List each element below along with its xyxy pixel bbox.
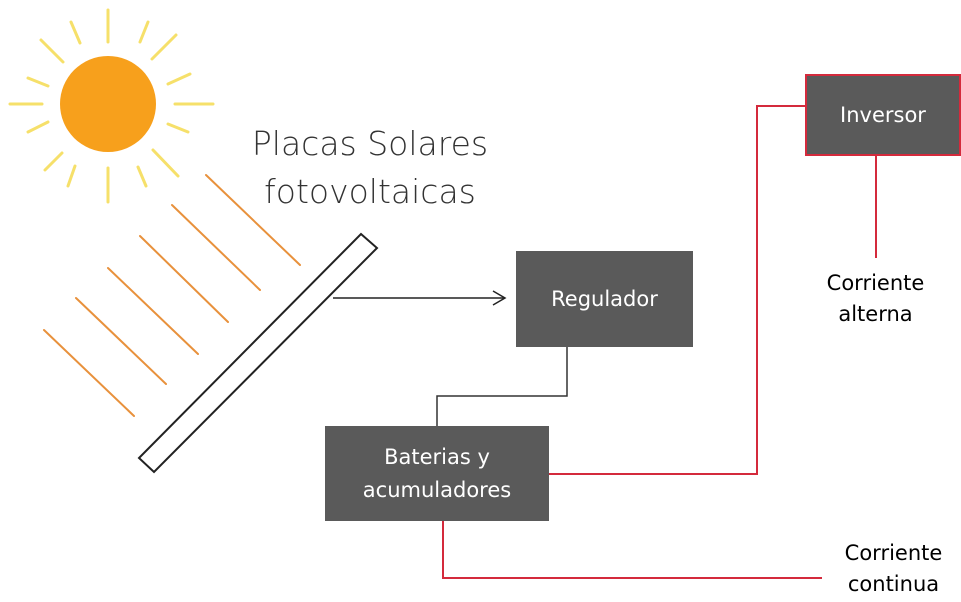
- sun-ray: [150, 33, 178, 61]
- sun-rays: [8, 8, 215, 204]
- title-line-1: Placas Solares: [251, 124, 489, 163]
- ac-output-label: Corriente alterna: [808, 268, 943, 330]
- regulator-box: Regulador: [516, 251, 693, 347]
- light-beam: [107, 267, 199, 355]
- title-line-2: fotovoltaicas: [264, 172, 476, 211]
- light-beams: [43, 174, 301, 417]
- dc-label-line-1: Corriente: [844, 541, 943, 565]
- ac-label-line-2: alterna: [838, 302, 913, 326]
- sun-ray: [166, 122, 190, 134]
- dc-label-line-2: continua: [847, 572, 940, 596]
- sun-ray: [166, 72, 192, 86]
- dc-output-label: Corriente continua: [826, 538, 961, 600]
- light-beam: [75, 297, 167, 385]
- sun-ray: [66, 164, 77, 188]
- inverter-box: Inversor: [805, 74, 961, 156]
- sun-ray: [151, 148, 180, 178]
- battery-box: Baterias y acumuladores: [325, 426, 549, 521]
- light-beam: [43, 329, 135, 417]
- arrow-head-icon: [492, 290, 507, 306]
- diagram-title: Placas Solares fotovoltaicas: [240, 120, 500, 216]
- sun-ray: [39, 38, 65, 64]
- battery-dc-output-wire: [442, 521, 822, 579]
- light-beam: [139, 235, 229, 323]
- sun-ray: [69, 20, 82, 45]
- inverter-label: Inversor: [840, 102, 926, 127]
- sun-ray: [26, 120, 50, 134]
- battery-label-line-1: Baterias y: [384, 444, 490, 469]
- solar-panel: [137, 232, 379, 474]
- light-beam: [205, 174, 301, 266]
- ac-label-line-1: Corriente: [826, 271, 925, 295]
- battery-label-line-2: acumuladores: [362, 477, 512, 502]
- sun-ray: [43, 151, 64, 172]
- sun-icon: [60, 56, 156, 152]
- regulator-label: Regulador: [551, 286, 658, 311]
- sun-ray: [138, 20, 150, 44]
- regulator-to-battery-wire: [436, 347, 568, 426]
- sun-ray: [136, 165, 148, 188]
- sun-ray: [26, 76, 50, 88]
- light-beam: [171, 204, 261, 291]
- battery-to-inverter-wire: [549, 105, 805, 475]
